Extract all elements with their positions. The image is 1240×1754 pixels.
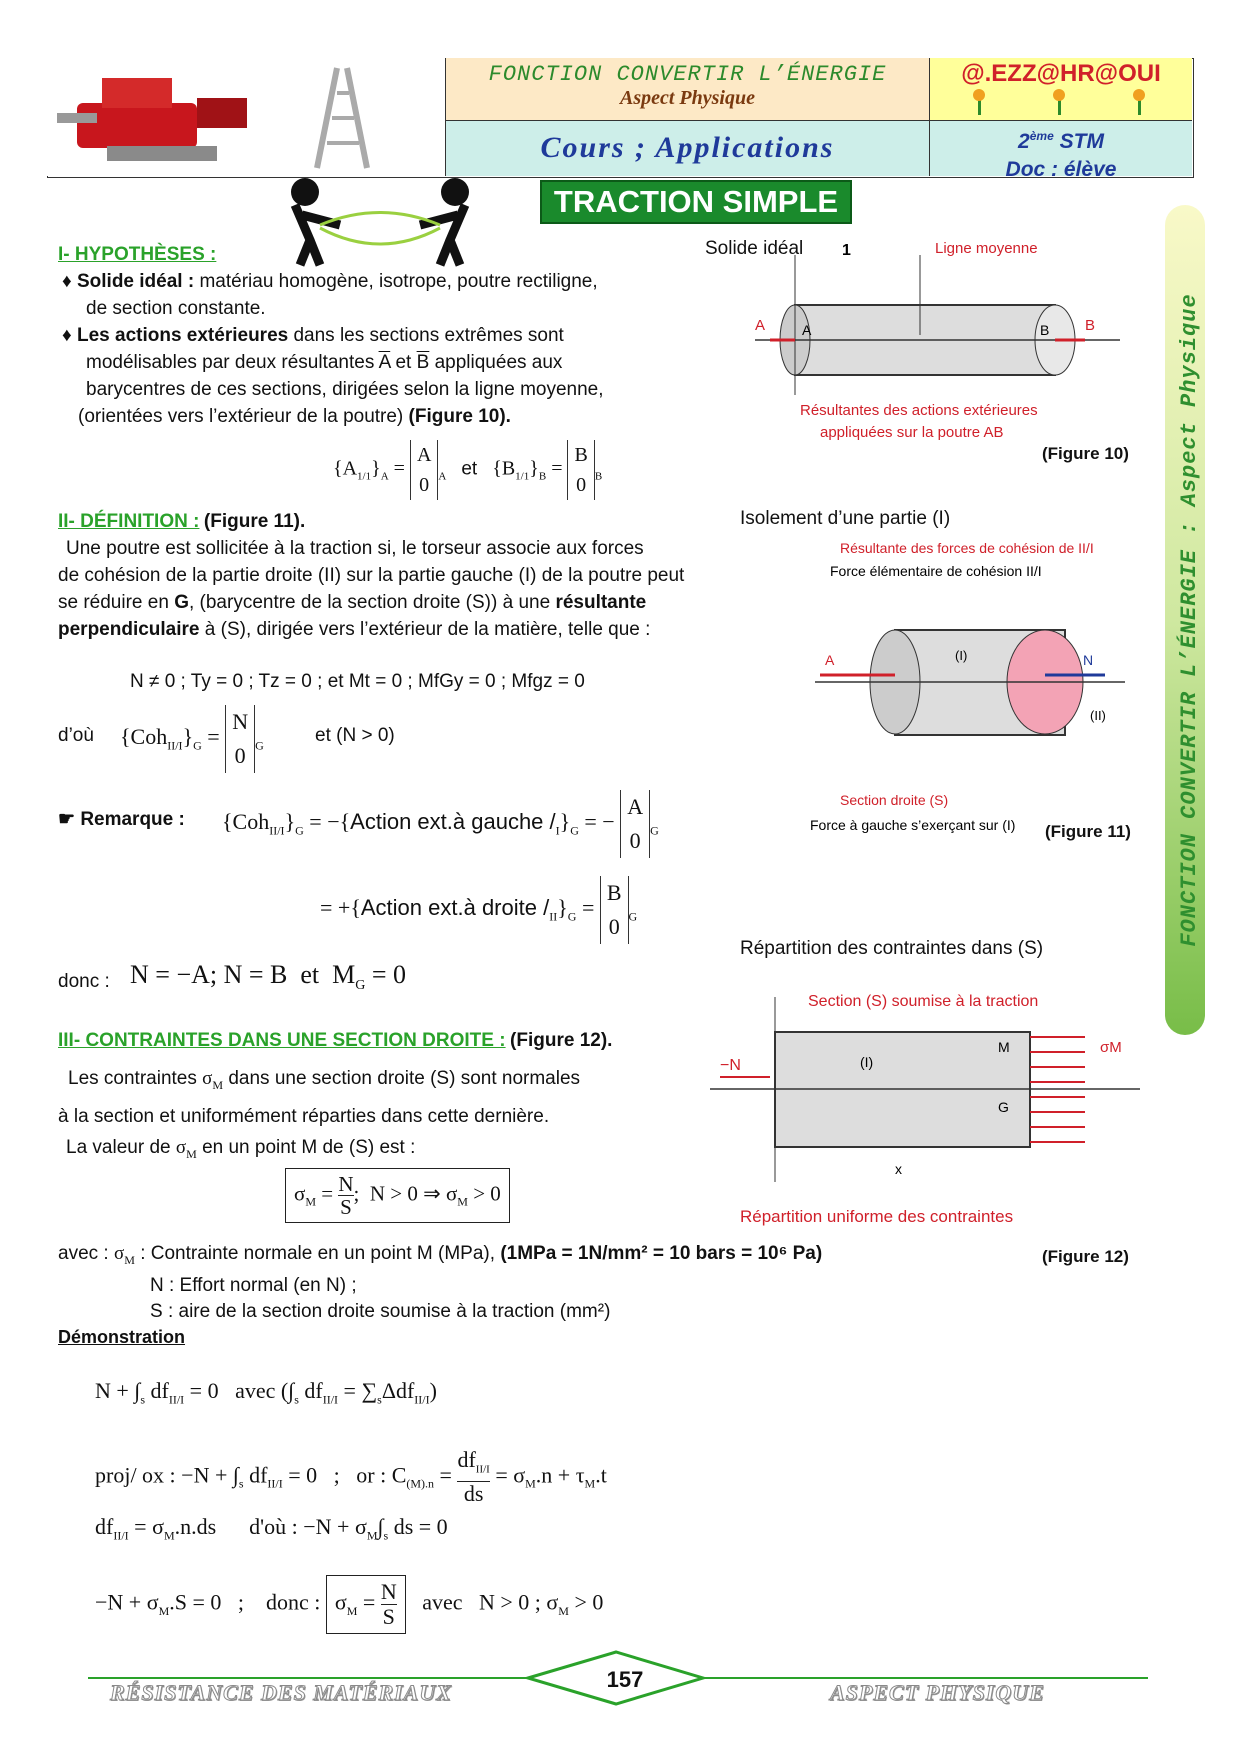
header-aspect: Aspect Physique [620, 87, 755, 109]
svg-text:Section droite (S): Section droite (S) [840, 792, 948, 808]
fig12-label: Répartition des contraintes dans (S) [740, 938, 1044, 959]
svg-text:(I): (I) [860, 1054, 873, 1070]
fig10-ligne-label: Ligne moyenne [935, 240, 1038, 257]
donc-label: donc : [58, 971, 110, 992]
vise-ladder-illustration [57, 67, 370, 169]
section-hypotheses-title: I- HYPOTHÈSES : [58, 244, 217, 265]
section-hypotheses-body: ♦ Solide idéal : matériau homogène, isot… [62, 271, 604, 427]
svg-text:N: N [1083, 652, 1093, 668]
conditions: N ≠ 0 ; Ty = 0 ; Tz = 0 ; et Mt = 0 ; Mf… [130, 671, 585, 692]
section-definition-body: Une poutre est sollicitée à la traction … [58, 538, 685, 640]
page-number: 157 [606, 1667, 644, 1692]
header-logo-area [47, 58, 446, 176]
section-contraintes-body: Les contraintes σM dans une section droi… [58, 1068, 581, 1161]
footer-right: ASPECT PHYSIQUE [830, 1680, 1045, 1706]
svg-text:(I): (I) [955, 648, 967, 663]
fig10-res1: Résultantes des actions extérieures [800, 402, 1038, 419]
svg-text:σM: σM [1100, 1039, 1122, 1056]
header-site: @.EZZ@HR@OUI [961, 60, 1161, 87]
svg-text:x: x [895, 1161, 902, 1177]
svg-text:B: B [1085, 317, 1095, 334]
header-class: 2ème STM [1018, 129, 1104, 153]
fig10-caption: (Figure 10) [1042, 444, 1129, 463]
svg-text:G: G [998, 1099, 1009, 1115]
sidebar-text: FONCTION CONVERTIR L’ÉNERGIE : Aspect Ph… [1177, 293, 1202, 947]
avec-definitions: avec : σM : Contrainte normale en un poi… [58, 1243, 823, 1267]
footer-divider [88, 1650, 1148, 1706]
tug-of-war-icon [290, 178, 470, 267]
fig10-res2: appliquées sur la poutre AB [820, 424, 1003, 441]
demonstration-label: Démonstration [58, 1327, 186, 1347]
demo-eq2: proj/ ox : −N + ∫s dfII/I = 0 ; or : C(M… [95, 1447, 607, 1507]
section-definition-title: II- DÉFINITION : (Figure 11). [58, 511, 306, 532]
svg-text:−N: −N [720, 1057, 741, 1074]
svg-text:Section (S) soumise à la tract: Section (S) soumise à la traction [808, 993, 1038, 1010]
figure-10-beam: 1 Ligne moyenne A B A B Résultantes des … [755, 240, 1120, 441]
header-class-cell: 2ème STM Doc : élève [930, 121, 1192, 181]
n-positive: et (N > 0) [315, 725, 395, 746]
fig10-label: Solide idéal [705, 238, 804, 259]
page-title: TRACTION SIMPLE [540, 180, 852, 224]
donc-eq: N = −A; N = B et MG = 0 [130, 960, 407, 994]
svg-text:Force élémentaire de cohésion: Force élémentaire de cohésion II/I [830, 563, 1042, 579]
figure-11-isolation: Résultante des forces de cohésion de II/… [810, 540, 1125, 833]
header-site-cell: @.EZZ@HR@OUI [930, 58, 1192, 121]
remarque-eq1: {CohII/I}G = −{Action ext.à gauche /I}G … [222, 790, 659, 858]
header-cours: Cours ; Applications [540, 131, 835, 164]
svg-text:Répartition uniforme des contr: Répartition uniforme des contraintes [740, 1207, 1013, 1226]
svg-text:A: A [802, 322, 812, 338]
fig11-label: Isolement d’une partie (I) [740, 508, 951, 529]
sidebar-band: FONCTION CONVERTIR L’ÉNERGIE : Aspect Ph… [1165, 205, 1205, 1035]
svg-text:A: A [825, 652, 835, 668]
section-contraintes-title: III- CONTRAINTES DANS UNE SECTION DROITE… [58, 1030, 613, 1051]
flower-icons [973, 89, 1145, 115]
demo-eq1: N + ∫s dfII/I = 0 avec (∫s dfII/I = ∑sΔd… [95, 1378, 437, 1407]
footer-left: RÉSISTANCE DES MATÉRIAUX [110, 1680, 452, 1706]
fig12-caption: (Figure 12) [1042, 1247, 1129, 1266]
header-function-title: FONCTION CONVERTIR L’ÉNERGIE [488, 62, 887, 87]
header-cours-cell: Cours ; Applications [446, 121, 930, 176]
def-s: S : aire de la section droite soumise à … [150, 1301, 611, 1322]
svg-text:Force à gauche s’exerçant sur: Force à gauche s’exerçant sur (I) [810, 817, 1015, 833]
fig11-caption: (Figure 11) [1045, 822, 1131, 841]
svg-text:B: B [1040, 322, 1049, 338]
def-n: N : Effort normal (en N) ; [150, 1275, 357, 1296]
svg-text:(II): (II) [1090, 708, 1106, 723]
demo-eq3: dfII/I = σM.n.ds d'où : −N + σM∫s ds = 0 [95, 1514, 448, 1543]
header-doc: Doc : élève [1005, 158, 1117, 181]
header-function-cell: FONCTION CONVERTIR L’ÉNERGIE Aspect Phys… [446, 58, 930, 121]
figure-12-stress: Section (S) soumise à la traction −N σM … [710, 993, 1140, 1226]
svg-text:M: M [998, 1039, 1010, 1055]
svg-text:Résultante des forces de cohés: Résultante des forces de cohésion de II/… [840, 540, 1094, 556]
dou-label: d’où [58, 725, 94, 746]
svg-text:A: A [755, 317, 765, 334]
svg-text:1: 1 [842, 242, 851, 259]
remarque-label: ☛ Remarque : [58, 809, 185, 830]
